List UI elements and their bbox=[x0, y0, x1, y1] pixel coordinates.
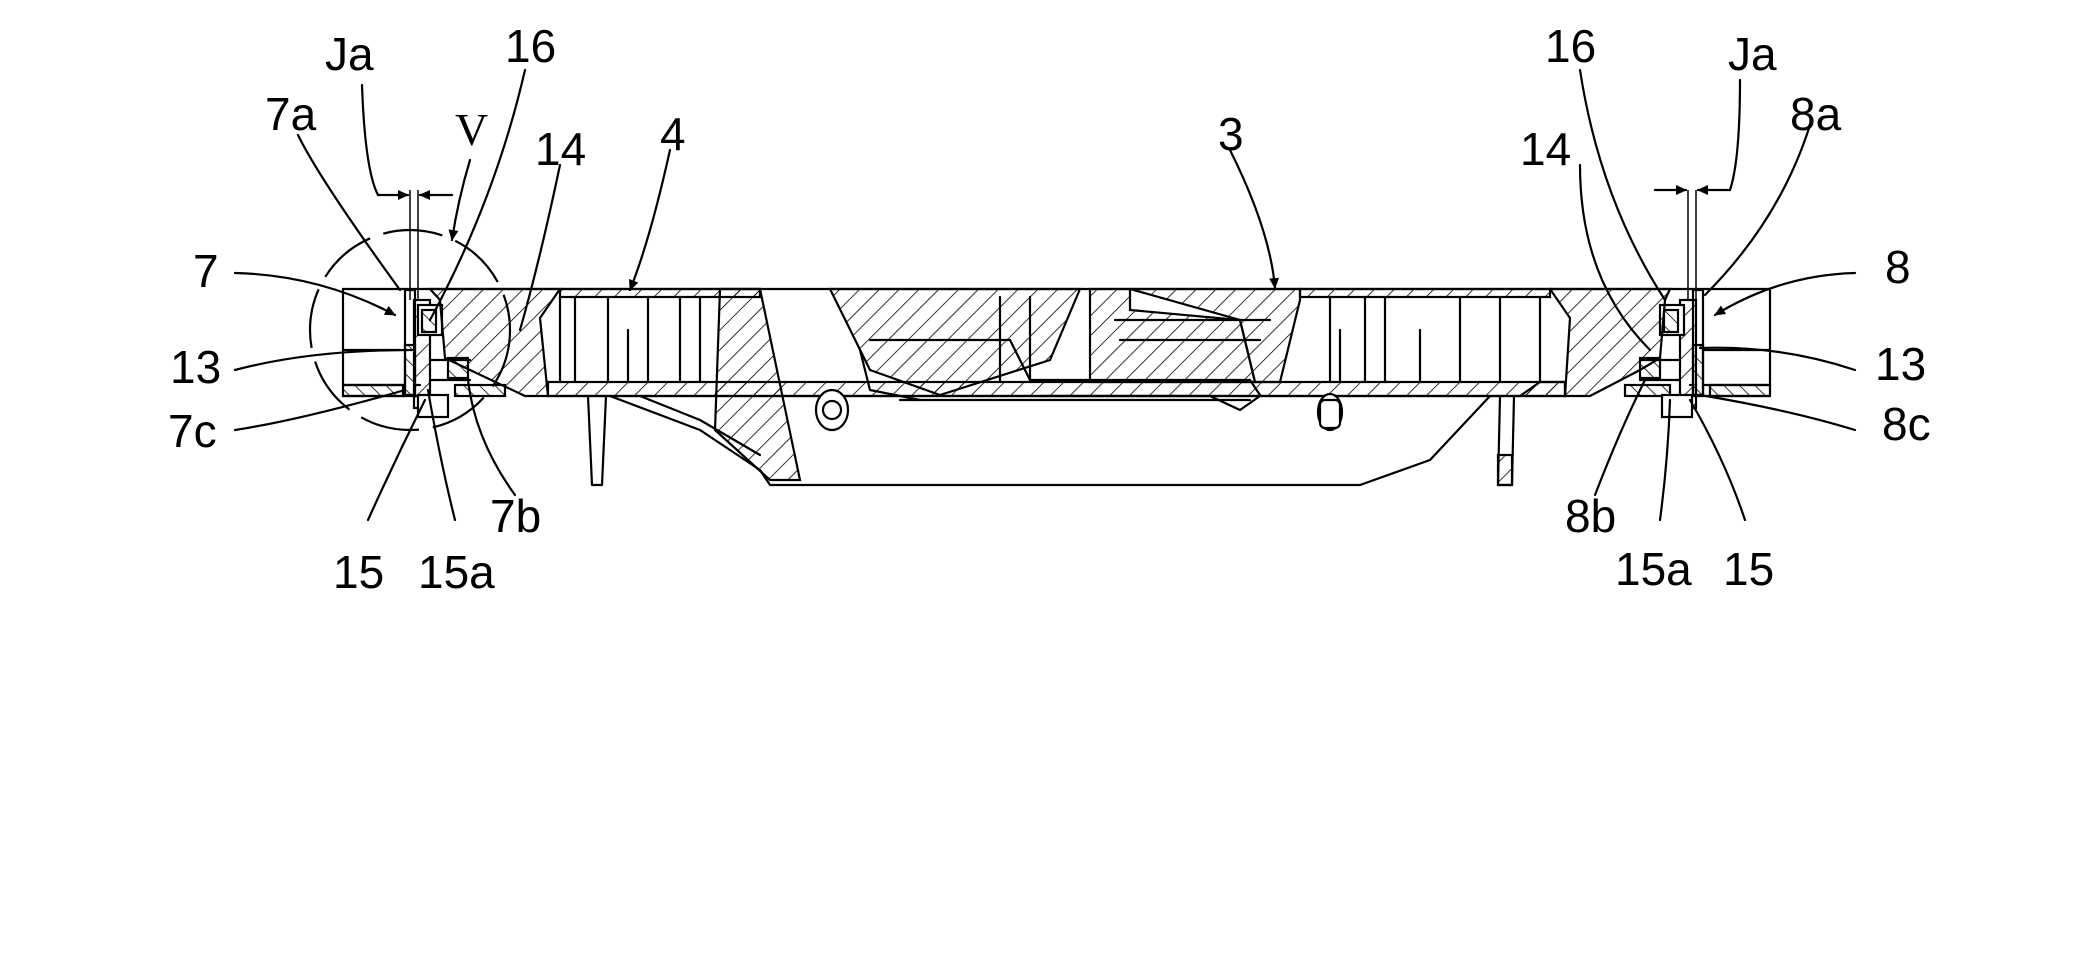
cover-section bbox=[430, 289, 1670, 480]
label-8c: 8c bbox=[1882, 398, 1931, 450]
label-8b: 8b bbox=[1565, 490, 1616, 542]
label-8: 8 bbox=[1885, 241, 1911, 293]
label-15-right: 15 bbox=[1723, 543, 1774, 595]
label-16-left: 16 bbox=[505, 20, 556, 72]
label-14-right: 14 bbox=[1520, 123, 1571, 175]
label-ja-right: Ja bbox=[1728, 28, 1777, 80]
label-8a: 8a bbox=[1790, 88, 1842, 140]
label-15-left: 15 bbox=[333, 546, 384, 598]
label-4: 4 bbox=[660, 108, 686, 160]
label-15a-right: 15a bbox=[1615, 543, 1692, 595]
label-ja-left: Ja bbox=[325, 28, 374, 80]
label-v: V bbox=[455, 104, 488, 155]
label-7a: 7a bbox=[265, 88, 317, 140]
label-13-right: 13 bbox=[1875, 338, 1926, 390]
label-7: 7 bbox=[193, 245, 219, 297]
label-15a-left: 15a bbox=[418, 546, 495, 598]
label-3: 3 bbox=[1218, 108, 1244, 160]
label-7b: 7b bbox=[490, 490, 541, 542]
labels-center: 4 3 bbox=[660, 108, 1244, 160]
label-16-right: 16 bbox=[1545, 20, 1596, 72]
label-7c: 7c bbox=[168, 405, 217, 457]
label-14-left: 14 bbox=[535, 123, 586, 175]
label-13-left: 13 bbox=[170, 341, 221, 393]
